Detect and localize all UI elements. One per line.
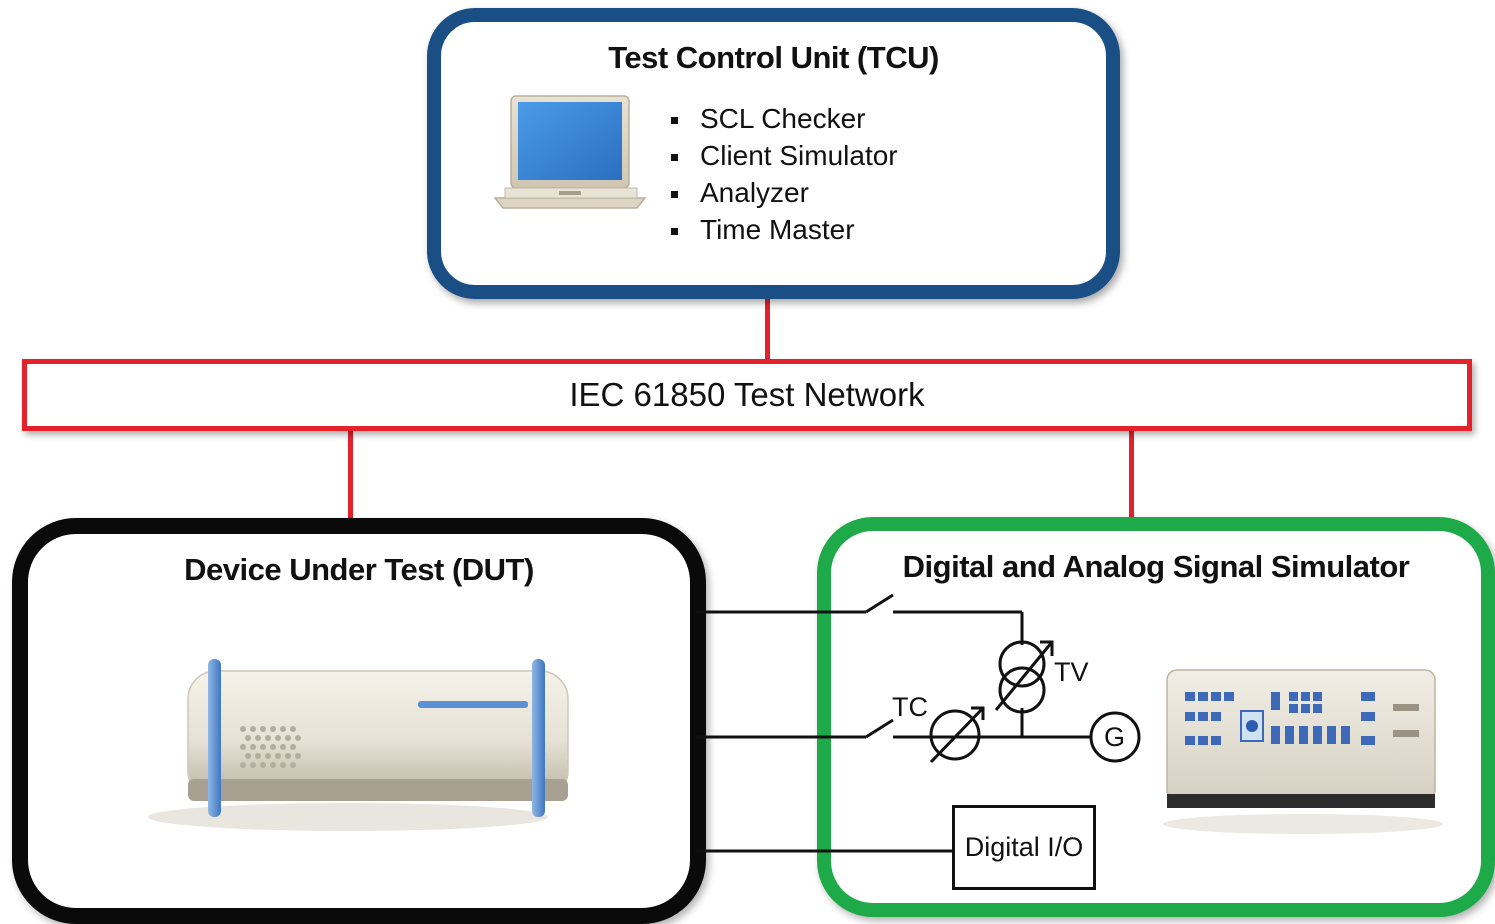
test-network-bar: IEC 61850 Test Network [22,359,1472,431]
tcu-box: Test Control Unit (TCU) SCL Checker Clie… [427,8,1120,299]
dut-title: Device Under Test (DUT) [184,552,534,587]
current-transformer-icon [929,706,985,764]
bullet-icon [671,228,678,236]
tv-label: TV [1054,657,1089,687]
dut-network-link [348,426,353,522]
generator-icon [1089,711,1141,763]
laptop-icon [493,95,647,209]
test-network-label: IEC 61850 Test Network [569,376,925,413]
bullet-icon [671,191,678,199]
digital-io-box: Digital I/O [952,805,1096,890]
tcu-function-list: SCL Checker Client Simulator Analyzer Ti… [671,100,898,248]
list-item: SCL Checker [671,100,898,137]
tcu-title: Test Control Unit (TCU) [608,40,939,75]
digital-io-label: Digital I/O [964,832,1084,862]
bullet-icon [671,117,678,125]
signal-simulator-device-icon [1163,669,1443,834]
list-item: Client Simulator [671,137,898,174]
dut-box: Device Under Test (DUT) [12,518,706,924]
device-under-test-icon [148,659,569,831]
list-item: Time Master [671,211,898,248]
bullet-icon [671,154,678,162]
simulator-title: Digital and Analog Signal Simulator [902,549,1410,584]
list-item: Analyzer [671,174,898,211]
simulator-network-link [1129,426,1134,520]
tc-label: TC [892,692,928,722]
generator-label: G [1104,722,1126,752]
voltage-transformer-icon [994,640,1054,714]
tcu-network-link [765,283,770,363]
